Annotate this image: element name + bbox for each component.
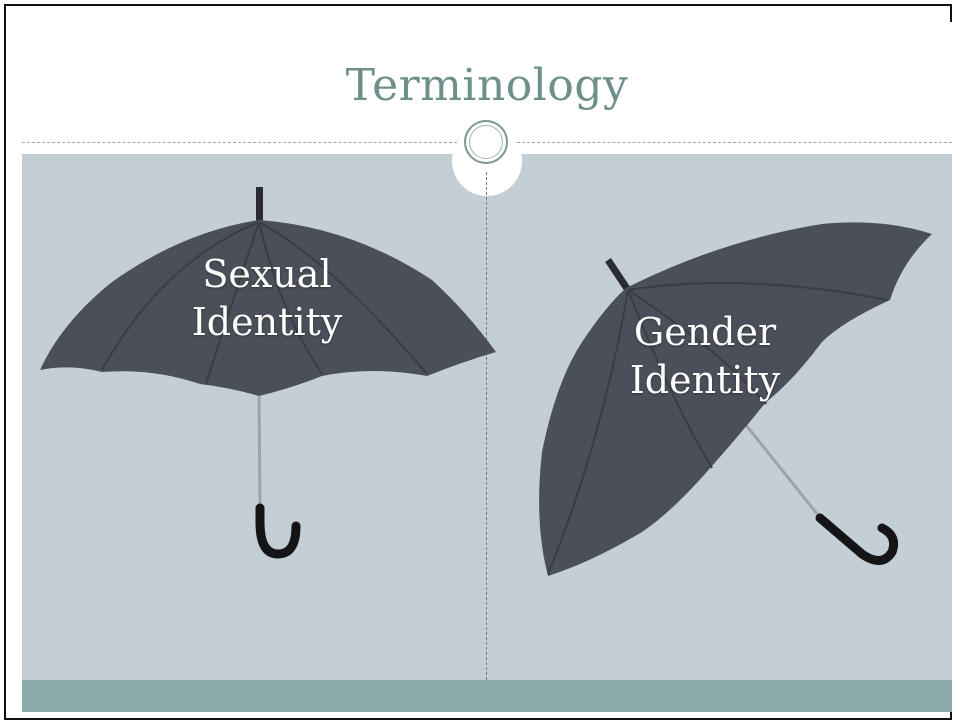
slide: Terminology Sexual Identity Gender [22,22,952,712]
umbrella-right-ribs [547,281,889,575]
ornament-circle-icon [464,120,508,164]
umbrella-right-handle [815,513,899,565]
slide-title: Terminology [345,60,629,111]
umbrella-illustrations [40,187,932,576]
umbrella-left-shaft [257,391,262,511]
footer-band [22,680,952,712]
umbrella-right-shaft [740,419,824,521]
ornament-inner-circle [469,125,503,159]
caption-left-line1: Sexual [202,252,332,296]
umbrella-upright-image [40,187,496,559]
caption-left-line2: Identity [191,300,343,344]
umbrella-left-handle [255,503,301,559]
title-rule-left [22,142,462,143]
column-divider [486,172,487,680]
umbrella-right-tip [605,258,631,292]
umbrella-left-tip [256,187,263,225]
caption-right-line1: Gender [633,310,777,354]
umbrella-tilted-image [539,222,932,576]
caption-gender-identity: Gender Identity [610,308,800,404]
title-rule-right [512,142,952,143]
caption-right-line2: Identity [629,358,781,402]
umbrella-left-ribs [101,221,428,385]
caption-sexual-identity: Sexual Identity [172,250,362,346]
umbrella-left-canopy [40,220,496,396]
